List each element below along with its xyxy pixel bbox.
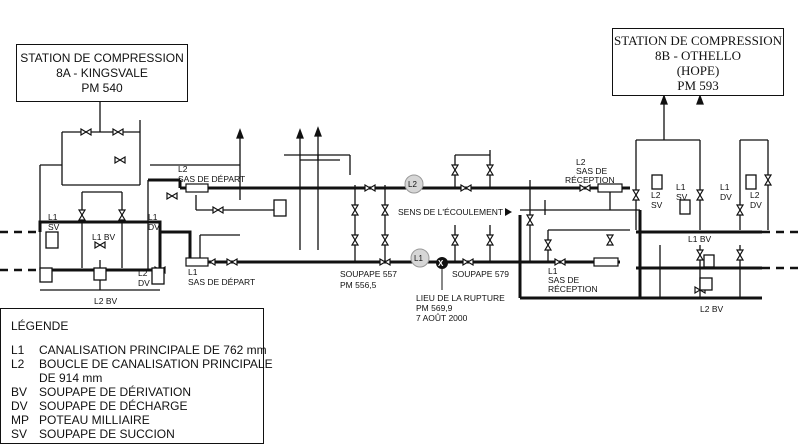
legend-code: L1 <box>11 343 25 357</box>
legend-item: L1 CANALISATION PRINCIPALE DE 762 mm <box>11 343 267 357</box>
station-a-line-2: 8A - KINGSVALE <box>56 66 148 80</box>
legend-item: L2 BOUCLE DE CANALISATION PRINCIPALE <box>11 357 273 371</box>
a-l1-dv-type: DV <box>148 222 160 232</box>
legend-code: MP <box>11 413 29 427</box>
legend-title: LÉGENDE <box>11 319 69 333</box>
legend-text: SOUPAPE DE SUCCION <box>39 427 175 441</box>
rupture-label-1: LIEU DE LA RUPTURE <box>416 293 505 303</box>
flow-direction-label: SENS DE L'ÉCOULEMENT <box>398 207 503 217</box>
station-8b-box: STATION DE COMPRESSION 8B - OTHELLO (HOP… <box>612 28 784 96</box>
legend-text: POTEAU MILLIAIRE <box>39 413 150 427</box>
mp-5565-label: PM 556,5 <box>340 280 377 290</box>
b-l2-sv-code: L2 <box>651 190 661 200</box>
legend-text: SOUPAPE DE DÉRIVATION <box>39 385 192 399</box>
a-l2-dv-type: DV <box>138 278 150 288</box>
a-l1-sv-code: L1 <box>48 212 58 222</box>
legend-item: DE 914 mm <box>11 371 102 385</box>
dashed-continuation-lines <box>0 230 800 272</box>
valve-579-label: SOUPAPE 579 <box>452 269 509 279</box>
station-b-line-4: PM 593 <box>677 78 719 93</box>
l1-receiver-code: L1 <box>548 266 558 276</box>
legend-item: MP POTEAU MILLIAIRE <box>11 413 150 427</box>
rupture-label-3: 7 AOÛT 2000 <box>416 313 468 323</box>
a-l2-dv-code: L2 <box>138 268 148 278</box>
pig-barrels <box>185 183 623 267</box>
flow-arrow <box>505 208 512 216</box>
b-l1-dv-code: L1 <box>720 182 730 192</box>
b-l2-sv-type: SV <box>651 200 663 210</box>
a-l1-sv-type: SV <box>48 222 60 232</box>
legend-text: BOUCLE DE CANALISATION PRINCIPALE <box>39 357 273 371</box>
b-l2-dv-type: DV <box>750 200 762 210</box>
legend-text: SOUPAPE DE DÉCHARGE <box>39 399 188 413</box>
legend-box: LÉGENDE L1 CANALISATION PRINCIPALE DE 762… <box>0 308 273 444</box>
b-l1-dv-type: DV <box>720 192 732 202</box>
vent-stack <box>236 94 704 161</box>
station-a-line-1: STATION DE COMPRESSION <box>20 51 184 65</box>
a-l1-bv: L1 BV <box>92 232 115 242</box>
l1-launcher-code: L1 <box>188 267 198 277</box>
l1-launcher-label: SAS DE DÉPART <box>188 277 255 287</box>
legend-code: L2 <box>11 357 25 371</box>
a-l1-dv-code: L1 <box>148 212 158 222</box>
l2-launcher-code: L2 <box>178 164 188 174</box>
legend-code: DV <box>11 399 28 413</box>
b-l2-bv: L2 BV <box>700 304 723 314</box>
valve-557-label: SOUPAPE 557 <box>340 269 397 279</box>
l1-receiver-label-1: SAS DE <box>548 275 580 285</box>
l1-marker-label: L1 <box>414 254 423 263</box>
legend-item: SV SOUPAPE DE SUCCION <box>11 427 175 441</box>
legend-item: BV SOUPAPE DE DÉRIVATION <box>11 385 191 399</box>
station-a-line-3: PM 540 <box>81 81 123 95</box>
rupture-label-2: PM 569,9 <box>416 303 453 313</box>
station-b-line-2: 8B - OTHELLO <box>655 48 741 63</box>
legend-item: DV SOUPAPE DE DÉCHARGE <box>11 399 187 413</box>
b-l2-dv-code: L2 <box>750 190 760 200</box>
l1-receiver-label-2: RÉCEPTION <box>548 284 598 294</box>
legend-text: DE 914 mm <box>39 371 103 385</box>
b-l1-bv: L1 BV <box>688 234 711 244</box>
b-l1-sv-type: SV <box>676 192 688 202</box>
l2-marker-label: L2 <box>408 180 417 189</box>
a-l2-bv: L2 BV <box>94 296 117 306</box>
station-8a-box: STATION DE COMPRESSION 8A - KINGSVALE PM… <box>16 44 188 102</box>
station-b-line-3: (HOPE) <box>676 63 720 78</box>
l2-receiver-label-2: RÉCEPTION <box>565 175 615 185</box>
valve-actuators <box>39 174 757 291</box>
legend-code: SV <box>11 427 28 441</box>
station-a-piping <box>39 100 351 291</box>
legend-code: BV <box>11 385 28 399</box>
l2-receiver-code: L2 <box>576 157 586 167</box>
b-l1-sv-code: L1 <box>676 182 686 192</box>
l2-receiver-label-1: SAS DE <box>576 166 608 176</box>
main-lines <box>38 178 762 300</box>
rupture-mark: X <box>438 259 444 268</box>
line-markers <box>404 174 448 269</box>
station-b-line-1: STATION DE COMPRESSION <box>614 33 782 48</box>
legend-text: CANALISATION PRINCIPALE DE 762 mm <box>39 343 267 357</box>
l2-launcher-label: SAS DE DÉPART <box>178 174 245 184</box>
